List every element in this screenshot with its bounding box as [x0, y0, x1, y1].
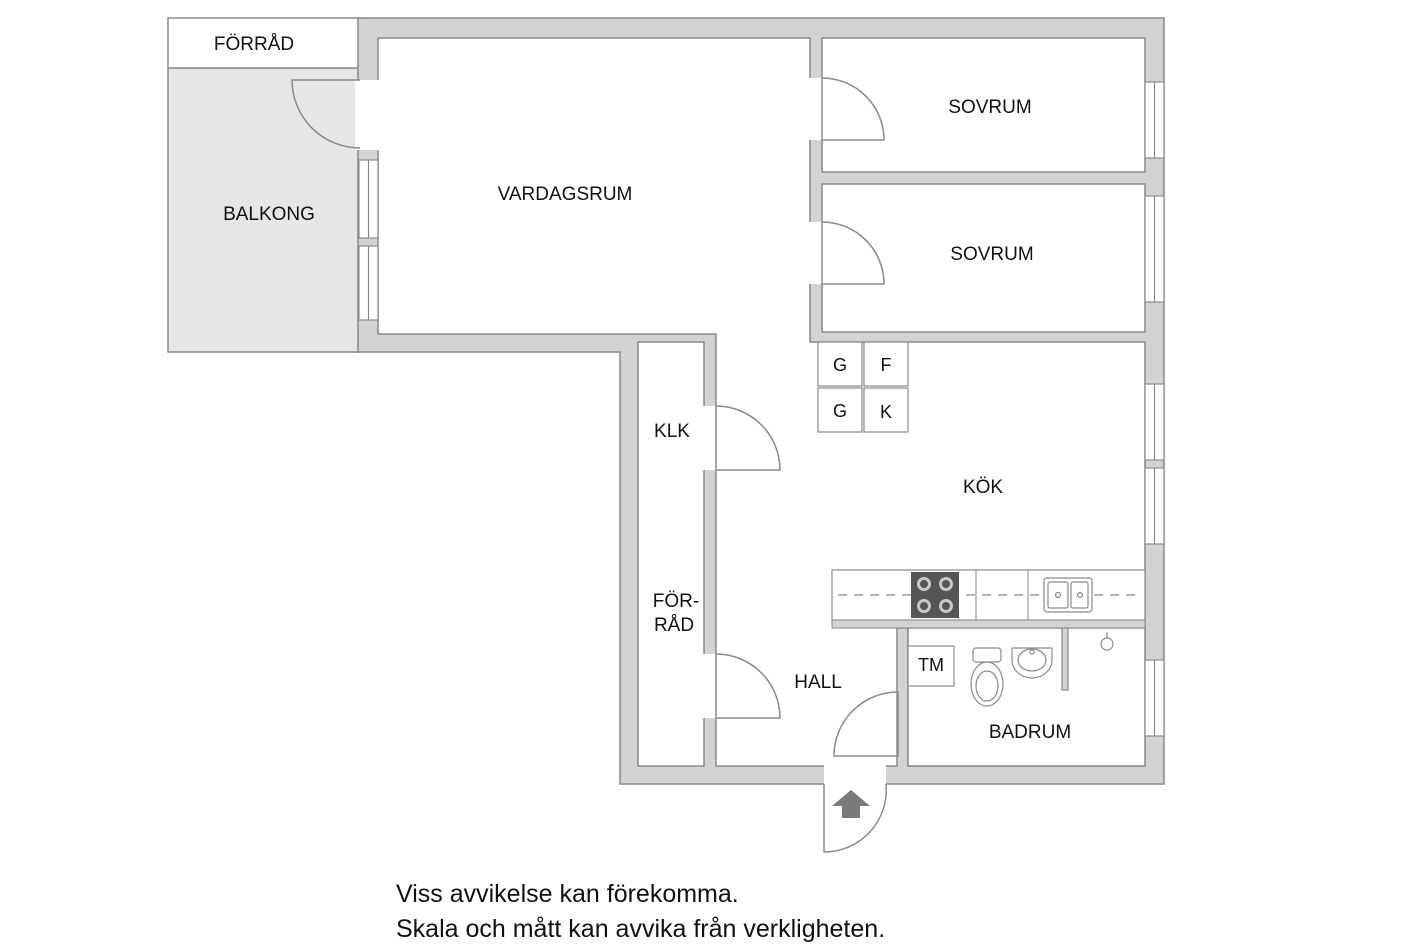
label-hall: HALL — [794, 672, 842, 693]
entrance-door-swing — [823, 783, 888, 853]
closet-floor — [637, 341, 705, 767]
balcony-door-gap — [355, 80, 381, 150]
label-sovrum-1: SOVRUM — [948, 97, 1031, 118]
appliance-g2-box — [817, 387, 863, 433]
entrance-arrow-icon — [832, 790, 870, 818]
sink-icon — [1043, 577, 1093, 613]
label-kok: KÖK — [963, 477, 1003, 498]
label-appliance-k: K — [880, 402, 892, 422]
label-balkong: BALKONG — [223, 204, 315, 225]
label-sovrum-2: SOVRUM — [950, 244, 1033, 265]
tm-box — [907, 645, 955, 687]
bedroom-1-door-swing — [821, 77, 885, 141]
label-vardagsrum: VARDAGSRUM — [498, 184, 633, 205]
balcony-door-swing — [291, 79, 361, 149]
bedroom-2-door-swing — [821, 221, 885, 285]
appliance-f-box — [863, 341, 909, 387]
bathroom-shower-wall — [1061, 627, 1069, 691]
bedroom-2-door-gap — [806, 222, 826, 284]
storage-top-area — [167, 17, 361, 69]
windows — [358, 81, 1165, 737]
disclaimer-line-2: Skala och mått kan avvika från verklighe… — [396, 915, 886, 943]
label-tm: TM — [918, 655, 944, 675]
door-gaps — [355, 78, 886, 788]
bathroom-door-swing — [833, 691, 899, 757]
storage-door-gap — [700, 654, 720, 718]
washbasin-icon — [1011, 647, 1053, 679]
door-swings — [291, 77, 899, 853]
label-appliance-g1: G — [833, 355, 847, 375]
closet-door-swing — [715, 405, 781, 471]
kitchen-counter-edge — [831, 619, 1146, 629]
appliance-k-box — [863, 387, 909, 433]
entrance-door-gap — [824, 762, 886, 788]
appliance-g1-box — [817, 341, 863, 387]
stove-icon — [911, 572, 959, 618]
disclaimer-line-1: Viss avvikelse kan förekomma. — [396, 880, 739, 908]
label-appliance-f: F — [881, 355, 892, 375]
label-forrad-hall-line1: FÖR- — [653, 591, 699, 612]
shower-icon — [1100, 632, 1114, 651]
balcony-area — [167, 67, 361, 353]
label-forrad-hall-line2: RÅD — [654, 615, 694, 636]
closet-door-gap — [700, 406, 720, 470]
appliance-grid — [817, 341, 909, 433]
bedroom-1-floor — [821, 37, 1146, 173]
storage-door-swing — [715, 653, 781, 719]
bedroom-2-floor — [821, 183, 1146, 333]
toilet-icon — [970, 647, 1004, 707]
label-badrum: BADRUM — [989, 722, 1071, 743]
label-appliance-g2: G — [833, 401, 847, 421]
kitchen-counter — [831, 569, 1146, 629]
label-klk: KLK — [654, 421, 690, 442]
bathroom-fixtures — [907, 627, 1114, 707]
label-forrad-top: FÖRRÅD — [214, 34, 294, 55]
bedroom-1-door-gap — [806, 78, 826, 140]
